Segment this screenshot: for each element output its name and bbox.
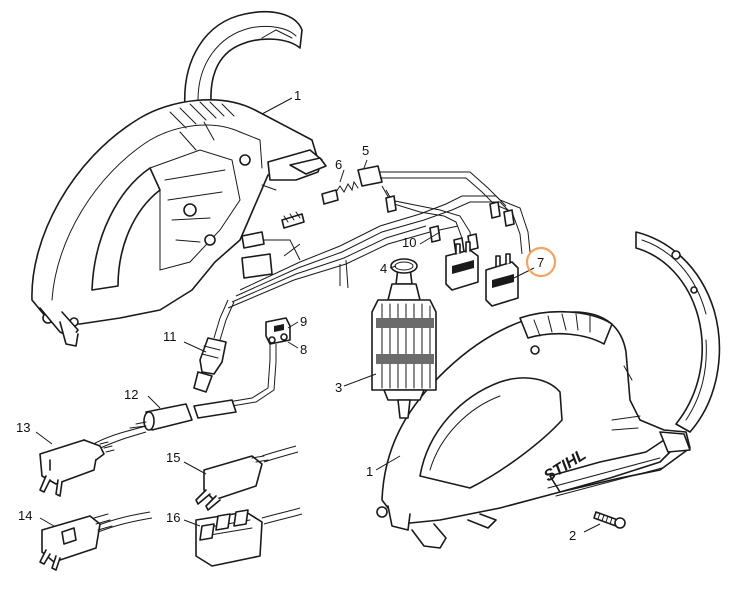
callout-11: 11 [163,329,177,344]
callout-6: 6 [335,157,342,172]
housing-shell-left [31,10,327,347]
cable-sleeve [129,399,237,431]
callout-1-right: 1 [366,464,373,479]
plug-14 [39,511,153,571]
terminal-block [215,317,291,409]
connector-cable [193,299,235,393]
callout-3: 3 [335,380,342,395]
callout-2: 2 [569,528,576,543]
plug-13 [39,425,147,497]
callout-8: 8 [300,342,307,357]
brush-holder-wiring [227,165,531,309]
callout-7: 7 [537,255,544,270]
armature [371,267,437,419]
screw [593,511,626,529]
callout-4: 4 [380,261,387,276]
leader-lines [35,97,601,533]
callout-10: 10 [402,235,416,250]
callout-13: 13 [16,420,30,435]
callout-14: 14 [18,508,32,523]
callout-5: 5 [362,143,369,158]
callout-labels: 1 1 2 3 4 5 6 7 8 9 10 11 12 13 14 15 16 [16,88,576,543]
callout-1-left: 1 [294,88,301,103]
carbon-brush-spring [281,180,359,229]
switch-module [445,241,519,307]
plug-16 [195,507,303,567]
plug-15 [195,445,299,511]
callout-16: 16 [166,510,180,525]
callout-9: 9 [300,314,307,329]
callout-15: 15 [166,450,180,465]
highlight-circle [525,246,557,278]
o-ring [390,258,418,274]
callout-12: 12 [124,387,138,402]
